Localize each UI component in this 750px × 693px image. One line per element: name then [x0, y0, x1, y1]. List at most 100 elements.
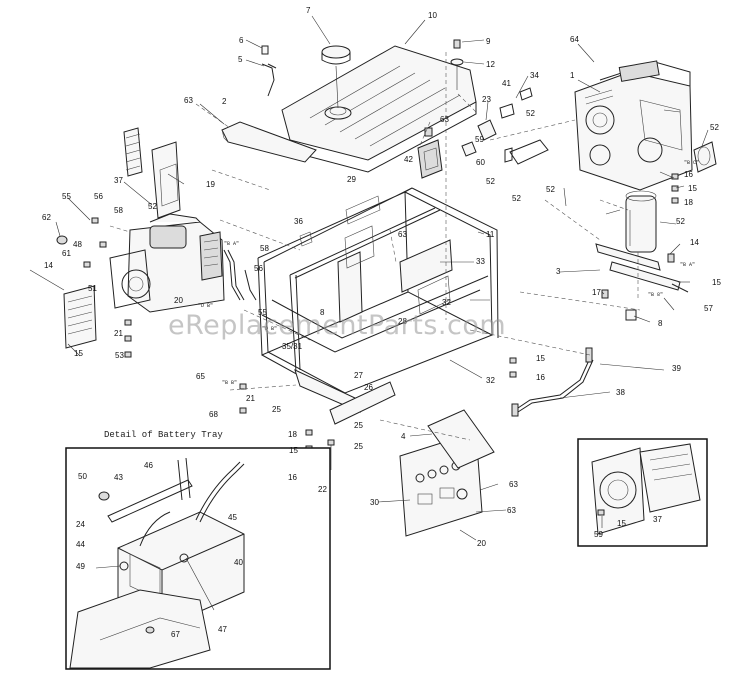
callout-6: 6: [239, 36, 244, 45]
callout-63: 63: [398, 230, 407, 239]
callout-63: 63: [509, 480, 518, 489]
callout-44: 44: [76, 540, 85, 549]
callout-9: 9: [486, 37, 491, 46]
callout-33: 33: [476, 257, 485, 266]
callout-21: 21: [246, 394, 255, 403]
muffler: [625, 190, 657, 253]
callout-64: 64: [570, 35, 579, 44]
callout-59: 59: [475, 135, 484, 144]
callout-14: 14: [690, 238, 699, 247]
callout-10: 10: [428, 11, 437, 20]
air-filter: [693, 141, 717, 173]
battery-tray-detail: [65, 447, 331, 670]
callout-27: 27: [354, 371, 363, 380]
callout-38: 38: [616, 388, 625, 397]
callout-58: 58: [260, 244, 269, 253]
louvered-panel: [123, 127, 181, 219]
callout-15: 15: [289, 446, 298, 455]
callout-55: 55: [258, 308, 267, 317]
callout-29: 29: [347, 175, 356, 184]
connector-note: "D B": [198, 303, 214, 309]
callout-52: 52: [486, 177, 495, 186]
callout-45: 45: [228, 513, 237, 522]
battery-cable: [511, 347, 594, 417]
callout-22: 22: [318, 485, 327, 494]
callout-63: 63: [440, 115, 449, 124]
callout-52: 52: [148, 202, 157, 211]
callout-37: 37: [114, 176, 123, 185]
callout-11: 11: [486, 230, 495, 239]
callout-60: 60: [476, 158, 485, 167]
callout-8: 8: [320, 308, 325, 317]
callout-41: 41: [502, 79, 511, 88]
callout-8: 8: [658, 319, 663, 328]
callout-15: 15: [688, 184, 697, 193]
callout-63: 63: [507, 506, 516, 515]
callout-68: 68: [209, 410, 218, 419]
callout-20: 20: [477, 539, 486, 548]
end-cover-grille: [63, 285, 97, 349]
callout-58: 58: [114, 206, 123, 215]
grommet-parts: [450, 39, 464, 90]
callout-15: 15: [617, 519, 626, 528]
callout-39: 39: [672, 364, 681, 373]
panel-cover: [427, 409, 495, 469]
tank-bracket: [221, 121, 317, 163]
callout-50: 50: [78, 472, 87, 481]
callout-19: 19: [206, 180, 215, 189]
callout-21: 21: [114, 329, 123, 338]
connector-note: "B A": [224, 241, 240, 247]
callout-18: 18: [288, 430, 297, 439]
callout-16: 16: [684, 170, 693, 179]
label-plates: [299, 195, 381, 247]
callout-36: 36: [294, 217, 303, 226]
callout-23: 23: [482, 95, 491, 104]
connector-note: "B B": [222, 380, 238, 386]
callout-16: 16: [536, 373, 545, 382]
callout-53: 53: [115, 351, 124, 360]
callout-5: 5: [238, 55, 243, 64]
callout-47: 47: [218, 625, 227, 634]
intake-elbow: [461, 87, 549, 165]
callout-52: 52: [676, 217, 685, 226]
callout-40: 40: [234, 558, 243, 567]
callout-7: 7: [306, 6, 311, 15]
engine-inset-detail: [577, 438, 708, 547]
callout-4: 4: [401, 432, 406, 441]
connector-note: "D B": [262, 326, 278, 332]
alignment-leaders: [109, 52, 641, 441]
callout-18: 18: [684, 198, 693, 207]
callout-28: 28: [398, 317, 407, 326]
battery-tray-detail-title: Detail of Battery Tray: [104, 430, 223, 440]
callout-61: 61: [62, 249, 71, 258]
label-leaders: [29, 15, 709, 541]
connector-note: "B A": [680, 262, 696, 268]
callout-37: 37: [653, 515, 662, 524]
callout-42: 42: [404, 155, 413, 164]
engine-plate: [595, 243, 681, 291]
callout-52: 52: [546, 185, 555, 194]
callout-15: 15: [536, 354, 545, 363]
callout-46: 46: [144, 461, 153, 470]
callout-52: 52: [512, 194, 521, 203]
callout-15: 15: [712, 278, 721, 287]
callout-3: 3: [556, 267, 561, 276]
callout-12: 12: [486, 60, 495, 69]
callout-14: 14: [44, 261, 53, 270]
callout-16: 16: [288, 473, 297, 482]
connector-note: "B C": [684, 160, 700, 166]
callout-63: 63: [184, 96, 193, 105]
vent-fitting: [261, 45, 277, 97]
callout-52: 52: [710, 123, 719, 132]
callout-1: 1: [570, 71, 575, 80]
callout-57: 57: [704, 304, 713, 313]
callout-65: 65: [196, 372, 205, 381]
callout-52: 52: [526, 109, 535, 118]
watermark: eReplacementParts.com: [168, 310, 507, 341]
callout-26: 26: [364, 383, 373, 392]
callout-56: 56: [254, 264, 263, 273]
callout-2: 2: [222, 97, 227, 106]
engine: [574, 60, 693, 191]
